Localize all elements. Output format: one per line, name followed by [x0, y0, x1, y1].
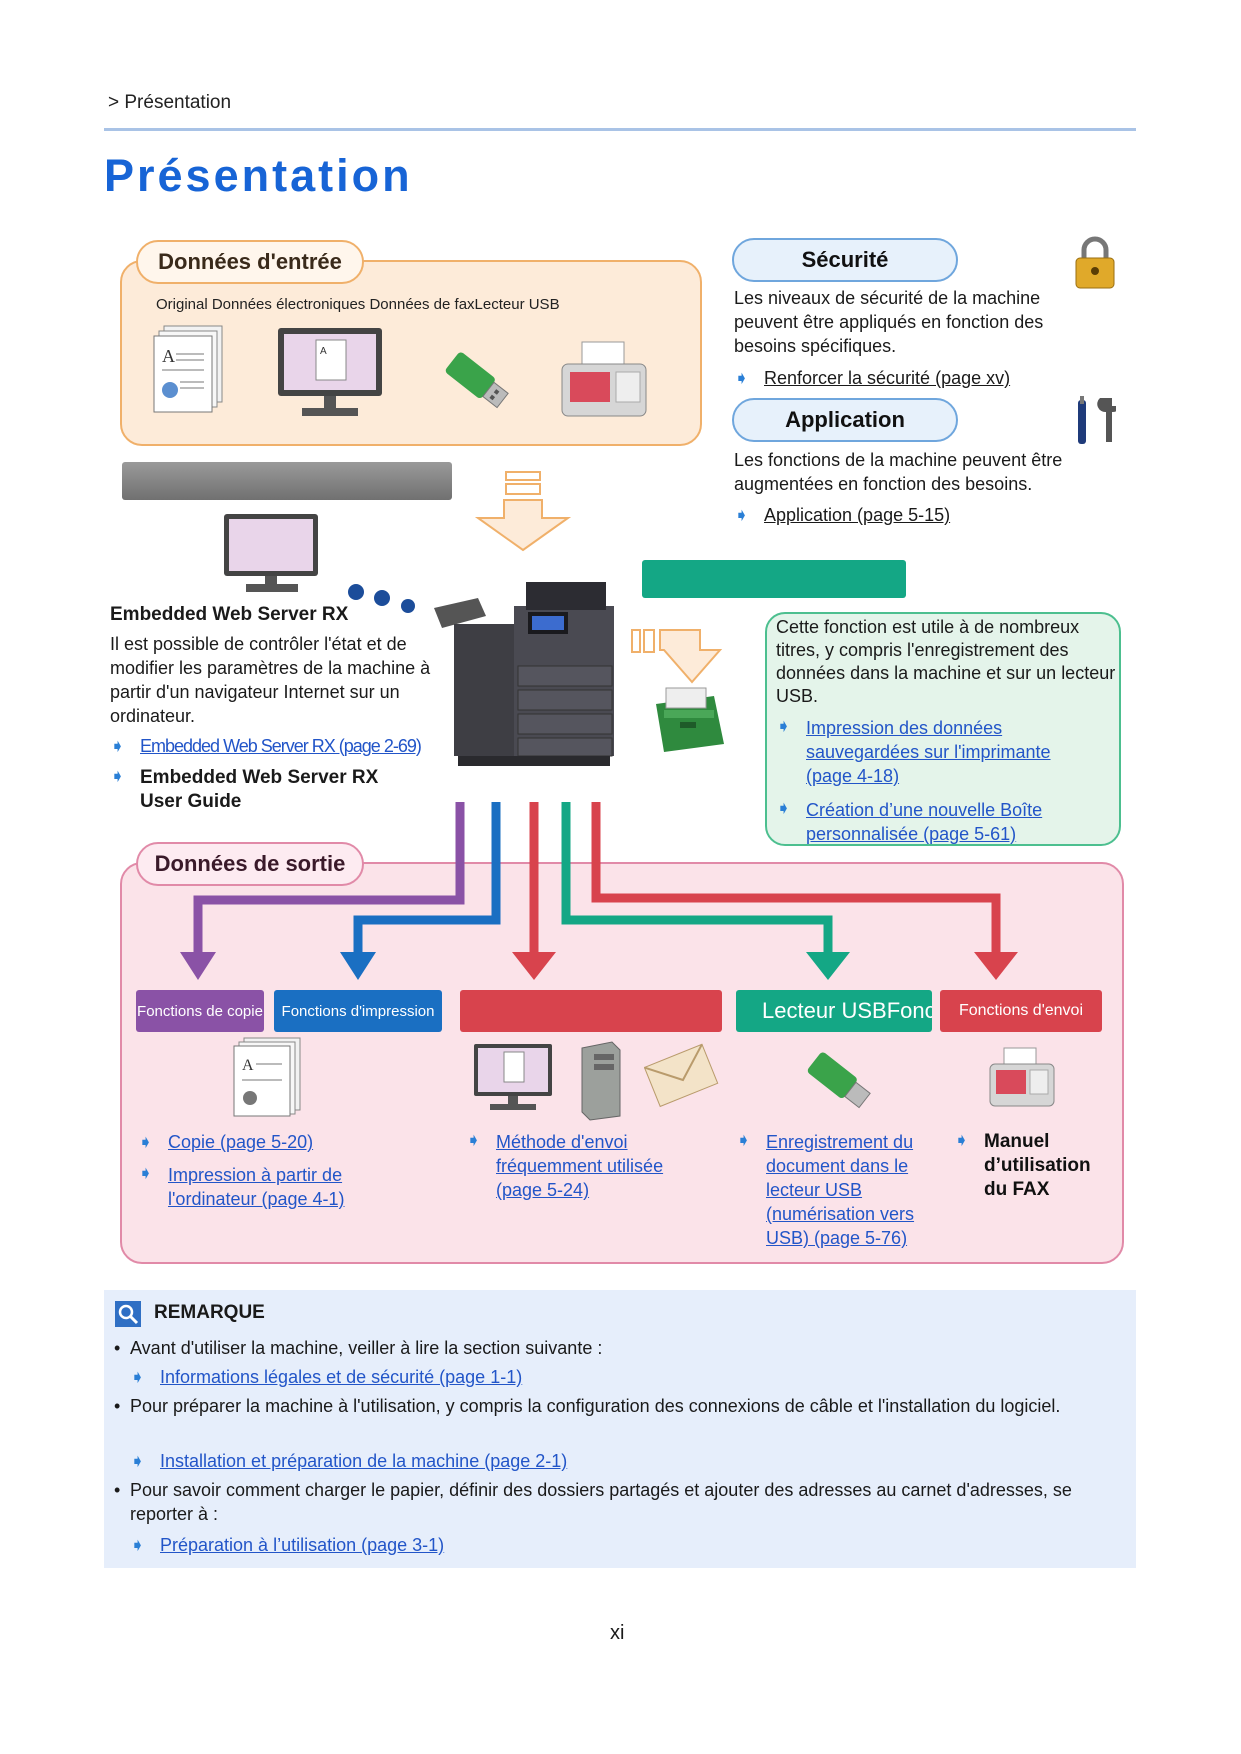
server-tower-icon: [581, 1041, 621, 1121]
bullet: •: [114, 1338, 121, 1358]
tab-copy-functions: Fonctions de copie: [136, 990, 264, 1032]
ews-guide: Embedded Web Server RX User Guide: [140, 767, 379, 812]
link-arrow-icon: ➧: [130, 1367, 146, 1387]
link-arrow-icon: ➧: [138, 1163, 154, 1183]
ews-title: Embedded Web Server RX: [110, 604, 349, 625]
security-link-row: ➧ Renforcer la sécurité (page xv): [734, 366, 1010, 390]
document-box-link1[interactable]: Impression des données sauvegardées sur …: [806, 718, 1051, 786]
page-number: xi: [610, 1622, 625, 1644]
ews-link[interactable]: Embedded Web Server RX (page 2-69): [140, 736, 422, 756]
link-arrow-icon: ➧: [734, 505, 750, 525]
bullet: •: [114, 1396, 121, 1416]
fax-machine-icon: [561, 341, 647, 417]
document-box-flow-arrow-icon: [631, 629, 723, 684]
send-computer-icon: [474, 1044, 552, 1110]
application-text: Les fonctions de la machine peuvent être…: [734, 450, 1063, 494]
fax-output-icon: [989, 1047, 1055, 1107]
note-item2: • Pour préparer la machine à l'utilisatio…: [114, 1394, 1124, 1418]
grey-function-bar: [122, 462, 452, 500]
fax-manual: Manuel d’utilisation du FAX: [984, 1131, 1091, 1200]
link-arrow-icon: ➧: [954, 1130, 970, 1150]
tab-send-functions: [460, 990, 722, 1032]
usb-save-link[interactable]: Enregistrement du document dans le lecte…: [766, 1132, 915, 1248]
link-arrow-icon: ➧: [736, 1130, 752, 1150]
svg-text:A: A: [242, 1057, 254, 1074]
print-from-computer-link[interactable]: Impression à partir de l'ordinateur (pag…: [168, 1165, 345, 1209]
fax-manual-row: ➧ Manuel d’utilisation du FAX: [954, 1130, 1114, 1202]
copy-link[interactable]: Copie (page 5-20): [168, 1132, 314, 1152]
output-flow-arrows: [180, 802, 1018, 980]
note-icon: [115, 1301, 141, 1327]
note-link2-row: ➧ Installation et préparation de la machi…: [130, 1449, 567, 1473]
security-text: Les niveaux de sécurité de la machine pe…: [734, 288, 1044, 356]
input-data-heading: Données d'entrée: [136, 240, 364, 284]
link-arrow-icon: ➧: [110, 736, 125, 756]
link-arrow-icon: ➧: [734, 368, 750, 388]
copy-document-icon: A: [233, 1037, 301, 1117]
note-link1-row: ➧ Informations légales et de sécurité (pa…: [130, 1365, 522, 1389]
send-link-row: ➧ Méthode d'envoi fréquemment utilisée (p…: [466, 1130, 696, 1202]
link-arrow-icon: ➧: [138, 1132, 154, 1152]
document-box-text: Cette fonction est utile à de nombreux t…: [776, 617, 1116, 706]
note-item1: • Avant d'utiliser la machine, veiller à …: [114, 1336, 1124, 1360]
send-method-link[interactable]: Méthode d'envoi fréquemment utilisée (pa…: [496, 1132, 664, 1200]
output-data-heading: Données de sortie: [136, 842, 364, 886]
note-link1[interactable]: Informations légales et de sécurité (pag…: [160, 1367, 523, 1387]
link-arrow-icon: ➧: [130, 1451, 146, 1471]
document-box-link2[interactable]: Création d’une nouvelle Boîte personnali…: [806, 800, 1043, 844]
document-box-panel: [765, 612, 1121, 846]
input-flow-arrow-icon: [474, 471, 572, 552]
note-link3-row: ➧ Préparation à l’utilisation (page 3-1): [130, 1533, 444, 1557]
link-arrow-icon: ➧: [466, 1130, 482, 1150]
computer-monitor-icon: A: [278, 328, 382, 416]
ews-text: Il est possible de contrôler l'état et d…: [110, 634, 431, 726]
tab-usb-drive: Lecteur USBFonctions de fax: [736, 990, 932, 1032]
input-labels: Original Données électroniques Données d…: [156, 296, 560, 313]
teal-function-bar: [642, 560, 906, 598]
header-rule: [104, 128, 1136, 131]
application-heading: Application: [732, 398, 958, 442]
note-link3[interactable]: Préparation à l’utilisation (page 3-1): [160, 1535, 445, 1555]
printer-machine-icon: [434, 582, 614, 766]
application-link-row: ➧ Application (page 5-15): [734, 503, 950, 527]
note-item1-text: Avant d'utiliser la machine, veiller à l…: [130, 1338, 603, 1358]
note-link2[interactable]: Installation et préparation de la machin…: [160, 1451, 568, 1471]
web-monitor-icon: [224, 514, 318, 592]
security-heading: Sécurité: [732, 238, 958, 282]
note-title: REMARQUE: [154, 1302, 265, 1323]
svg-text:A: A: [320, 346, 327, 357]
link-arrow-icon: ➧: [110, 766, 126, 786]
page-title: Présentation: [104, 150, 413, 201]
ews-guide-row: ➧ Embedded Web Server RX User Guide: [110, 766, 400, 814]
usb-drive-icon: [445, 352, 509, 409]
note-item3: • Pour savoir comment charger le papier, …: [114, 1478, 1124, 1526]
tab-print-functions: Fonctions d'impression: [274, 990, 442, 1032]
security-link[interactable]: Renforcer la sécurité (page xv): [764, 368, 1011, 388]
document-box-icon: [656, 687, 724, 752]
tab-fax-functions: Fonctions d'envoi: [940, 990, 1102, 1032]
note-item2-text: Pour préparer la machine à l'utilisation…: [130, 1396, 1061, 1416]
document-box-link1-row: ➧ Impression des données sauvegardées sur…: [776, 716, 1116, 788]
email-envelope-icon: [644, 1043, 719, 1108]
note-box: [104, 1290, 1136, 1568]
tools-icon: [1078, 396, 1116, 444]
usb-link-row: ➧ Enregistrement du document dans le lect…: [736, 1130, 952, 1250]
original-document-icon: A: [153, 325, 223, 413]
link-arrow-icon: ➧: [776, 798, 792, 818]
ews-link-row: ➧ Embedded Web Server RX (page 2-69): [110, 736, 422, 757]
document-box-link2-row: ➧ Création d’une nouvelle Boîte personnal…: [776, 798, 1116, 846]
lock-icon: [1075, 236, 1115, 289]
bullet: •: [114, 1480, 121, 1500]
copy-link1-row: ➧ Copie (page 5-20): [138, 1130, 313, 1154]
link-arrow-icon: ➧: [130, 1535, 146, 1555]
link-arrow-icon: ➧: [776, 716, 792, 736]
copy-link2-row: ➧ Impression à partir de l'ordinateur (pa…: [138, 1163, 388, 1211]
breadcrumb: > Présentation: [108, 92, 232, 113]
svg-text:A: A: [162, 346, 175, 366]
application-link[interactable]: Application (page 5-15): [764, 505, 951, 525]
note-item3-text: Pour savoir comment charger le papier, d…: [130, 1480, 1072, 1524]
usb-output-icon: [807, 1052, 871, 1109]
connection-dots-icon: [348, 584, 415, 613]
